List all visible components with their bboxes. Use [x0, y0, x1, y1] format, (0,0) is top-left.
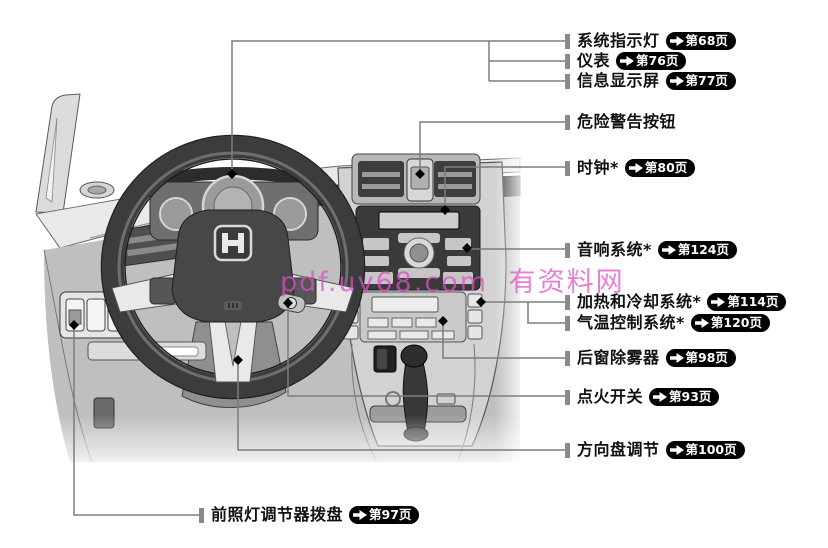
arrow-right-icon [694, 318, 709, 328]
page-ref: 第114页 [727, 293, 779, 309]
page-ref: 第100页 [685, 441, 737, 457]
page-badge[interactable]: 第120页 [690, 314, 770, 332]
page-badge[interactable]: 第77页 [665, 72, 736, 90]
callout-steering-adjust: 方向盘调节 第100页 [565, 439, 745, 461]
callout-audio-system: 音响系统* 第124页 [565, 239, 737, 261]
arrow-right-icon [620, 56, 635, 66]
page-badge[interactable]: 第80页 [624, 159, 696, 177]
climate-control-panel [359, 291, 467, 343]
callout-hazard-button: 危险警告按钮 [565, 111, 676, 133]
arrow-right-icon [669, 36, 684, 46]
callout-tick [199, 507, 204, 523]
page-badge[interactable]: 第68页 [665, 32, 736, 50]
callout-clock: 时钟* 第80页 [565, 157, 696, 179]
page-badge[interactable]: 第93页 [649, 388, 720, 406]
callout-label: 仪表 [577, 51, 611, 70]
callout-tick [565, 442, 570, 458]
page-badge[interactable]: 第97页 [349, 506, 420, 524]
arrow-right-icon [669, 353, 684, 363]
callout-rear-defogger: 后窗除雾器 第98页 [565, 347, 736, 369]
arrow-right-icon [669, 445, 684, 455]
callout-tick [565, 294, 570, 310]
callout-tick [565, 160, 570, 176]
callout-label: 方向盘调节 [577, 440, 660, 459]
page-badge[interactable]: 第124页 [657, 241, 737, 259]
callout-label: 信息显示屏 [577, 71, 660, 90]
callout-bracket-climate [527, 302, 565, 324]
arrow-right-icon [353, 510, 368, 520]
callout-label: 危险警告按钮 [577, 112, 677, 131]
arrow-right-icon [653, 392, 668, 402]
callout-tick [565, 33, 570, 49]
callout-label: 点火开关 [577, 387, 644, 406]
page-ref: 第80页 [644, 159, 688, 175]
callout-line-ignition [287, 305, 565, 397]
page-badge[interactable]: 第100页 [665, 441, 745, 459]
callout-line-headlight [73, 327, 199, 516]
callout-label: 后窗除雾器 [577, 348, 660, 367]
callout-label: 音响系统* [577, 240, 652, 259]
callout-line-cluster [231, 40, 565, 174]
callout-tick [565, 73, 570, 89]
callout-label: 气温控制系统* [577, 313, 685, 332]
callout-gauges: 仪表 第76页 [565, 50, 687, 72]
arrow-right-icon [711, 297, 726, 307]
callout-tick [565, 53, 570, 69]
callout-line-clock [444, 166, 565, 210]
page-ref: 第97页 [369, 506, 412, 522]
callout-tick [565, 350, 570, 366]
page-ref: 第98页 [685, 349, 728, 365]
callout-line-steering-adjust [237, 362, 565, 451]
horn-grille [224, 301, 242, 310]
callout-heating-cooling: 加热和冷却系统* 第114页 [565, 291, 787, 313]
callout-info-display: 信息显示屏 第77页 [565, 70, 736, 92]
page-badge[interactable]: 第76页 [616, 52, 687, 70]
arrow-right-icon [661, 245, 676, 255]
page-badge[interactable]: 第98页 [665, 349, 736, 367]
page-ref: 第93页 [669, 388, 712, 404]
callout-lines [73, 40, 565, 516]
callout-label: 加热和冷却系统* [577, 292, 702, 311]
callout-tick [565, 114, 570, 130]
callout-line-defogger [442, 322, 565, 359]
honda-logo [213, 224, 253, 262]
page-ref: 第68页 [685, 32, 728, 48]
callout-tick [565, 315, 570, 331]
arrow-right-icon [628, 163, 643, 173]
callout-label: 系统指示灯 [577, 31, 660, 50]
page-ref: 第76页 [636, 52, 679, 68]
steering-wheel [100, 134, 366, 400]
callout-ignition-switch: 点火开关 第93页 [565, 386, 720, 408]
page-badge[interactable]: 第114页 [707, 293, 787, 311]
callout-label: 时钟* [577, 158, 619, 177]
callout-system-indicators: 系统指示灯 第68页 [565, 30, 736, 52]
page-ref: 第77页 [685, 72, 728, 88]
a-pillar [35, 93, 81, 214]
arrow-right-icon [669, 76, 684, 86]
audio-system-panel [355, 205, 481, 291]
page-ref: 第124页 [677, 241, 729, 257]
callout-headlight-leveling: 前照灯调节器拨盘 第97页 [199, 504, 420, 526]
callout-tick [565, 389, 570, 405]
callout-tick [565, 242, 570, 258]
callout-label: 前照灯调节器拨盘 [211, 505, 344, 524]
callout-climate-control: 气温控制系统* 第120页 [565, 312, 770, 334]
side-speaker [79, 181, 115, 199]
clock-display [378, 211, 460, 230]
page-ref: 第120页 [710, 314, 762, 330]
callout-line-hazard [419, 121, 565, 174]
